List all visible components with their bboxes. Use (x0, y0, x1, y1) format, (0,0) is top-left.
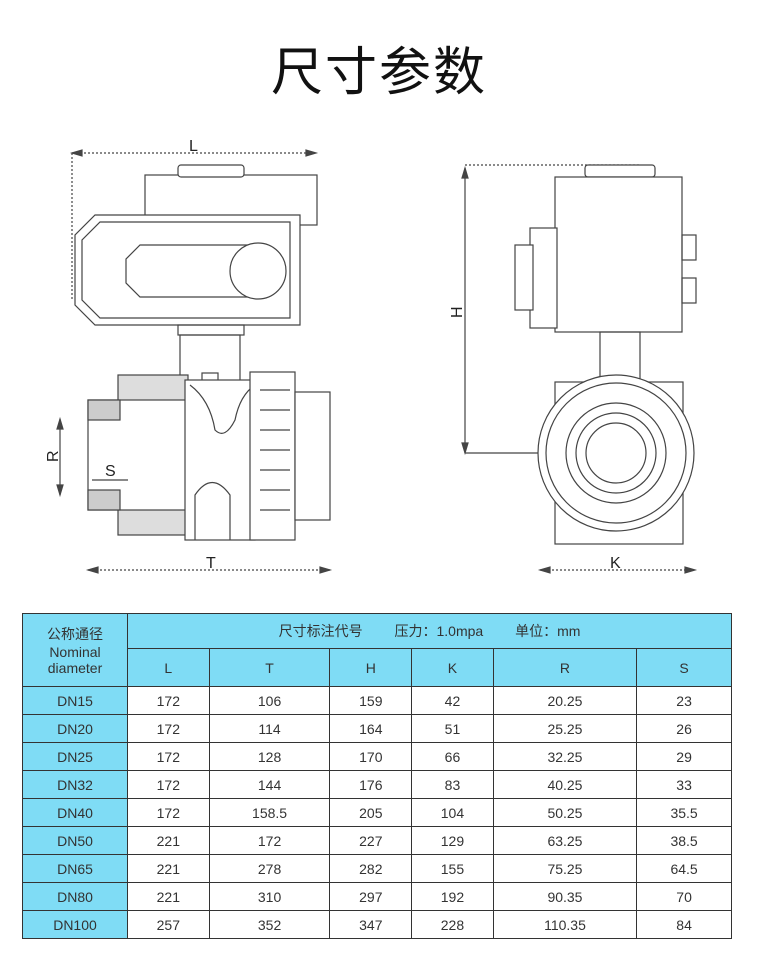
column-header: S (636, 648, 732, 687)
table-cell: 90.35 (492, 882, 638, 911)
table-cell: 83 (411, 770, 494, 799)
table-cell: 128 (208, 742, 331, 771)
table-cell: 29 (636, 742, 732, 771)
table-cell: 172 (127, 798, 210, 827)
corner-en2: diameter (47, 660, 103, 676)
table-cell: 159 (329, 686, 413, 715)
table-cell: 42 (411, 686, 494, 715)
dimension-table: 公称通径 Nominal diameter 尺寸标注代号 压力：1.0mpa 单… (22, 613, 732, 939)
table-cell: 192 (411, 882, 494, 911)
page-title: 尺寸参数 (270, 43, 487, 103)
table-cell: 66 (411, 742, 494, 771)
table-cell: 352 (208, 910, 331, 939)
group-header: 尺寸标注代号 压力：1.0mpa 单位：mm (127, 613, 732, 649)
table-cell: 75.25 (492, 854, 638, 883)
row-dn: DN80 (22, 882, 128, 911)
header-unit: 单位：mm (515, 623, 581, 639)
table-cell: 221 (127, 826, 210, 855)
table-cell: 33 (636, 770, 732, 799)
dim-label-t: T (206, 555, 216, 572)
table-cell: 172 (127, 714, 210, 743)
corner-en1: Nominal (49, 644, 101, 660)
table-cell: 164 (329, 714, 413, 743)
table-cell: 228 (411, 910, 494, 939)
row-dn: DN40 (22, 798, 128, 827)
table-cell: 35.5 (636, 798, 732, 827)
dim-label-h: H (449, 306, 466, 318)
table-cell: 278 (208, 854, 331, 883)
table-cell: 51 (411, 714, 494, 743)
table-cell: 176 (329, 770, 413, 799)
table-cell: 20.25 (492, 686, 638, 715)
row-dn: DN32 (22, 770, 128, 799)
table-cell: 40.25 (492, 770, 638, 799)
valve-dimension-drawing: L T K S R H (45, 138, 698, 574)
column-header: K (411, 648, 494, 687)
table-cell: 257 (127, 910, 210, 939)
row-dn: DN20 (22, 714, 128, 743)
dim-label-r: R (45, 450, 62, 462)
table-cell: 32.25 (492, 742, 638, 771)
table-cell: 38.5 (636, 826, 732, 855)
table-cell: 84 (636, 910, 732, 939)
column-header: L (127, 648, 210, 687)
table-cell: 172 (127, 742, 210, 771)
header-pressure: 压力：1.0mpa (394, 623, 484, 639)
table-cell: 106 (208, 686, 331, 715)
table-cell: 172 (127, 686, 210, 715)
table-cell: 110.35 (492, 910, 638, 939)
table-cell: 144 (208, 770, 331, 799)
table-cell: 50.25 (492, 798, 638, 827)
corner-cn: 公称通径 (47, 626, 103, 642)
table-cell: 172 (127, 770, 210, 799)
table-cell: 347 (329, 910, 413, 939)
table-cell: 114 (208, 714, 331, 743)
row-dn: DN100 (22, 910, 128, 939)
row-dn: DN25 (22, 742, 128, 771)
row-dn: DN50 (22, 826, 128, 855)
table-cell: 104 (411, 798, 494, 827)
dim-label-s: S (105, 463, 116, 480)
column-header: R (492, 648, 638, 687)
column-header: T (208, 648, 331, 687)
row-dn: DN15 (22, 686, 128, 715)
table-cell: 23 (636, 686, 732, 715)
table-cell: 310 (208, 882, 331, 911)
table-cell: 26 (636, 714, 732, 743)
dim-label-l: L (189, 138, 198, 155)
table-cell: 221 (127, 882, 210, 911)
table-cell: 25.25 (492, 714, 638, 743)
corner-header: 公称通径 Nominal diameter (22, 613, 128, 687)
table-cell: 129 (411, 826, 494, 855)
table-cell: 172 (208, 826, 331, 855)
table-cell: 282 (329, 854, 413, 883)
table-cell: 297 (329, 882, 413, 911)
table-cell: 205 (329, 798, 413, 827)
table-cell: 64.5 (636, 854, 732, 883)
table-cell: 155 (411, 854, 494, 883)
header-code: 尺寸标注代号 (278, 623, 363, 639)
row-dn: DN65 (22, 854, 128, 883)
column-header: H (329, 648, 413, 687)
table-cell: 221 (127, 854, 210, 883)
table-cell: 63.25 (492, 826, 638, 855)
table-cell: 227 (329, 826, 413, 855)
dim-label-k: K (610, 555, 621, 572)
side-view (461, 164, 698, 574)
table-cell: 158.5 (208, 798, 331, 827)
table-cell: 70 (636, 882, 732, 911)
front-view (56, 149, 333, 574)
table-cell: 170 (329, 742, 413, 771)
